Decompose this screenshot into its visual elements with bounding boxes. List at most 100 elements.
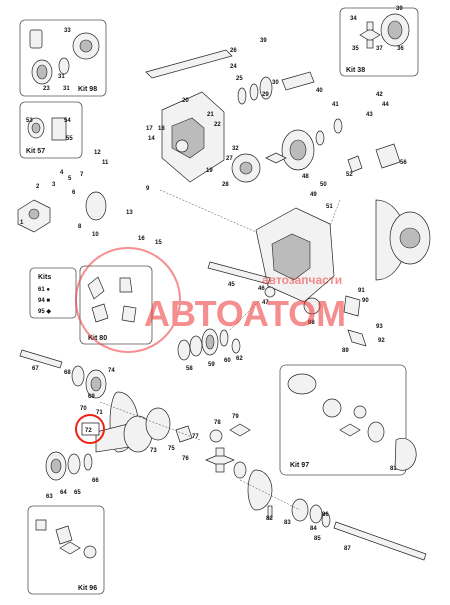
right-output-yoke [347,143,401,173]
label-35: 35 [352,46,359,52]
spider-cross-79 [205,447,235,473]
label-32: 32 [232,146,239,152]
pinion-shaft-45 [207,261,271,285]
label-86: 86 [322,512,329,518]
label-92: 92 [378,338,385,344]
label-4: 4 [60,170,64,176]
label-44: 44 [382,102,389,108]
kit-96-label: Kit 96 [78,585,97,592]
label-88: 88 [308,320,315,326]
label-1: 1 [20,220,24,226]
small-parts-47-88 [264,286,367,347]
label-74: 74 [108,368,115,374]
kit-box-98[interactable]: Kit 98 [19,19,107,97]
label-19: 19 [206,168,213,174]
label-64: 64 [60,490,67,496]
label-56: 56 [400,160,407,166]
kits-legend-row-95: 95 ◆ [38,308,51,315]
label-68: 68 [64,370,71,376]
label-67: 67 [32,366,39,372]
label-25: 25 [236,76,243,82]
label-87: 87 [344,546,351,552]
label-45: 45 [228,282,235,288]
label-75: 75 [168,446,175,452]
label-93: 93 [376,324,383,330]
kit-38-label: Kit 38 [346,67,365,74]
label-79: 79 [232,414,239,420]
yoke-flange-left [17,191,107,233]
lower-carrier-case [145,407,273,511]
label-3: 3 [52,182,56,188]
label-39b: 39 [260,38,267,44]
label-48: 48 [302,174,309,180]
kit-box-97[interactable]: Kit 97 [279,364,417,476]
label-24: 24 [230,64,237,70]
kits-legend-box: Kits 61 ● 94 ■ 95 ◆ [29,267,77,319]
label-2: 2 [36,184,40,190]
label-73: 73 [150,448,157,454]
kit-box-57[interactable]: Kit 57 [19,101,83,159]
label-16: 16 [138,236,145,242]
label-90: 90 [362,298,369,304]
label-15: 15 [155,240,162,246]
label-62: 62 [236,356,243,362]
kits-legend-row-61: 61 ● [38,287,50,293]
label-5: 5 [68,176,72,182]
label-10: 10 [92,232,99,238]
gear-34-center [231,152,287,183]
label-46: 46 [258,286,265,292]
label-42: 42 [376,92,383,98]
label-7: 7 [80,172,84,178]
label-43: 43 [366,112,373,118]
label-83: 83 [284,520,291,526]
label-63: 63 [46,494,53,500]
label-28: 28 [222,182,229,188]
rings-upper-row [237,76,343,171]
label-84: 84 [310,526,317,532]
watermark-line2: АВТОАТОМ [144,293,346,334]
label-31b: 31 [63,86,70,92]
label-51: 51 [326,204,333,210]
label-78: 78 [214,420,221,426]
label-18: 18 [158,126,165,132]
label-49: 49 [310,192,317,198]
highlight-circle [75,414,105,444]
label-58: 58 [186,366,193,372]
kits-legend-title: Kits [38,274,51,281]
bearing-stack-58-60 [177,328,241,361]
label-40: 40 [316,88,323,94]
kit-box-38[interactable]: Kit 38 [339,7,419,77]
label-65: 65 [74,490,81,496]
label-69: 69 [88,394,95,400]
highlighted-part-number: 72 [85,428,92,434]
label-30: 30 [272,80,279,86]
label-60: 60 [224,358,231,364]
label-50: 50 [320,182,327,188]
label-17: 17 [146,126,153,132]
kit-box-80[interactable]: Kit 80 [79,265,153,345]
axle-shaft-87 [267,498,427,561]
label-31a: 31 [58,74,65,80]
label-89: 89 [342,348,349,354]
lower-drive-shaft-67 [19,349,107,399]
label-14: 14 [148,136,155,142]
label-20: 20 [182,98,189,104]
label-21: 21 [207,112,214,118]
label-34: 34 [350,16,357,22]
pinion-72[interactable]: 72 [75,414,153,453]
watermark: автозапчасти АВТОАТОМ [75,247,346,353]
differential-carrier [255,199,431,303]
label-81: 81 [390,466,397,472]
kit-97-label: Kit 97 [290,462,309,469]
kit-box-96[interactable]: Kit 96 [27,505,105,595]
label-70: 70 [80,406,87,412]
washers-lower-left [45,451,93,481]
label-23: 23 [43,86,50,92]
label-8: 8 [78,224,82,230]
label-12: 12 [94,150,101,156]
part-number-labels: 33 23 31 31 34 35 36 37 39 1 2 3 4 5 6 7… [20,6,407,552]
label-54: 54 [64,118,71,124]
label-13: 13 [126,210,133,216]
label-53: 53 [26,118,33,124]
